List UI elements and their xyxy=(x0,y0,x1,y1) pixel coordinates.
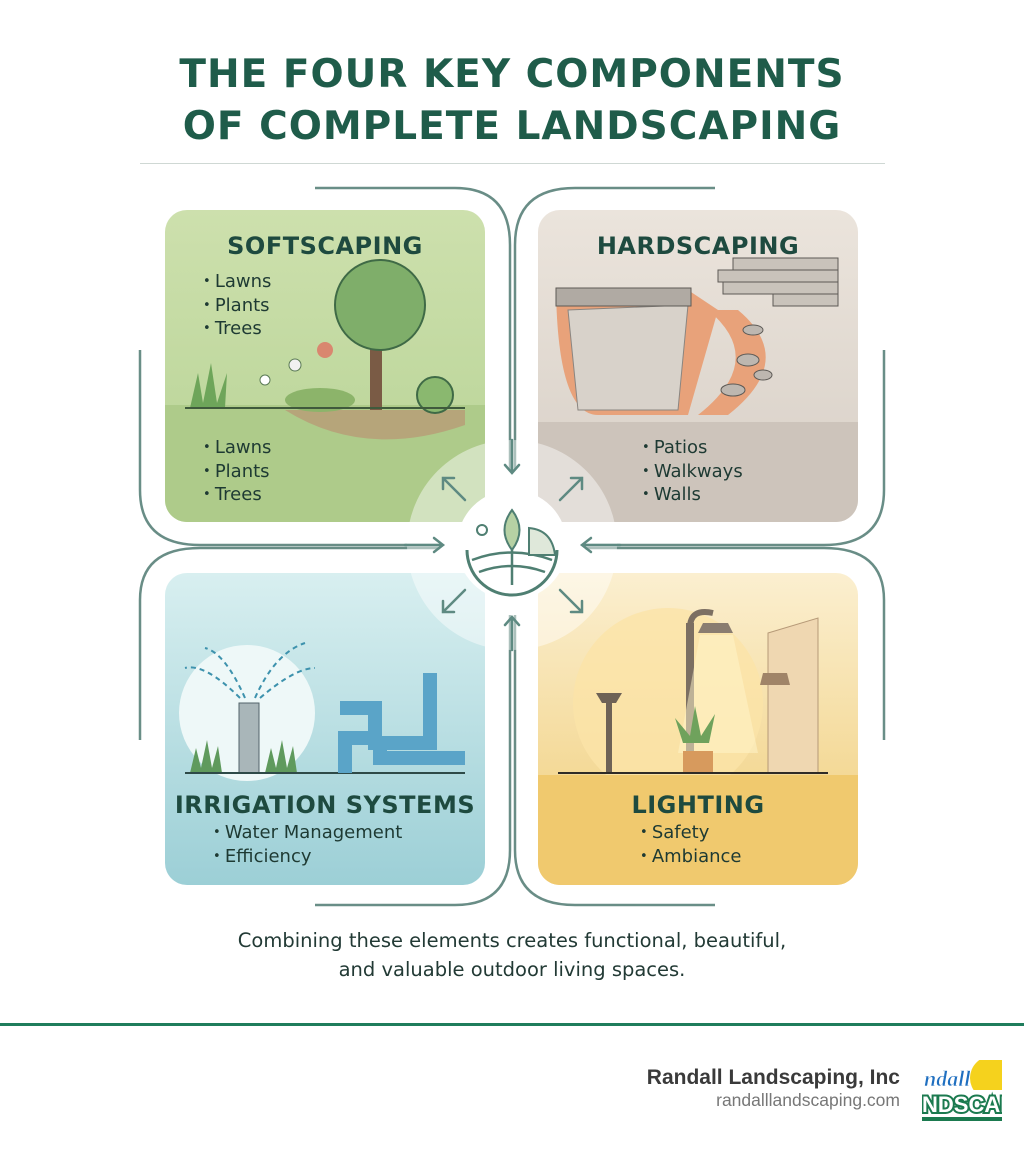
softscaping-card: SOFTSCAPING Lawns Plants Trees Lawns Pla… xyxy=(165,210,485,522)
lamp-illustration xyxy=(538,608,858,885)
footer-divider xyxy=(0,1023,1024,1026)
softscaping-list-bottom: Lawns Plants Trees xyxy=(203,436,272,507)
lighting-title: LIGHTING xyxy=(631,791,765,819)
softscaping-title: SOFTSCAPING xyxy=(227,232,423,260)
irrigation-card: IRRIGATION SYSTEMS Water Management Effi… xyxy=(165,573,485,885)
page-title-line2: OF COMPLETE LANDSCAPING xyxy=(182,104,842,149)
hardscaping-title: HARDSCAPING xyxy=(596,232,800,260)
lighting-card: LIGHTING Safety Ambiance xyxy=(538,573,858,885)
company-logo: ndall NDSCAP xyxy=(922,1060,1002,1124)
hardscaping-card: HARDSCAPING Patios Walkways Walls xyxy=(538,210,858,522)
list-item: Plants xyxy=(203,460,271,484)
svg-text:NDSCAP: NDSCAP xyxy=(922,1092,1002,1117)
company-name: Randall Landscaping, Inc xyxy=(646,1066,900,1089)
page-title-line1: THE FOUR KEY COMPONENTS xyxy=(179,52,845,97)
list-item: Trees xyxy=(203,483,271,507)
list-item: Walls xyxy=(642,483,743,507)
list-item: Lawns xyxy=(203,270,272,294)
caption: Combining these elements creates functio… xyxy=(0,926,1024,984)
list-item: Ambiance xyxy=(640,845,742,869)
list-item: Lawns xyxy=(203,436,272,460)
caption-line2: and valuable outdoor living spaces. xyxy=(338,958,686,981)
irrigation-title: IRRIGATION SYSTEMS xyxy=(174,791,476,819)
irrigation-list: Water Management Efficiency xyxy=(213,821,403,869)
list-item: Safety xyxy=(640,821,742,845)
softscaping-list-top: Lawns Plants Trees xyxy=(203,270,272,341)
title-divider xyxy=(140,163,885,164)
list-item: Patios xyxy=(642,436,743,460)
hub-circle xyxy=(457,490,567,600)
list-item: Walkways xyxy=(642,460,743,484)
hardscaping-list: Patios Walkways Walls xyxy=(642,436,743,507)
lighting-list: Safety Ambiance xyxy=(640,821,742,868)
list-item: Trees xyxy=(203,317,271,341)
company-url[interactable]: randalllandscaping.com xyxy=(716,1090,900,1110)
list-item: Plants xyxy=(203,294,271,318)
svg-text:ndall: ndall xyxy=(924,1066,971,1091)
leaf-landscape-icon xyxy=(465,508,559,597)
company-info: Randall Landscaping, Inc randalllandscap… xyxy=(647,1066,900,1111)
caption-line1: Combining these elements creates functio… xyxy=(237,929,787,952)
list-item: Efficiency xyxy=(213,845,402,869)
list-item: Water Management xyxy=(213,821,403,845)
sprinkler-illustration xyxy=(179,642,465,781)
